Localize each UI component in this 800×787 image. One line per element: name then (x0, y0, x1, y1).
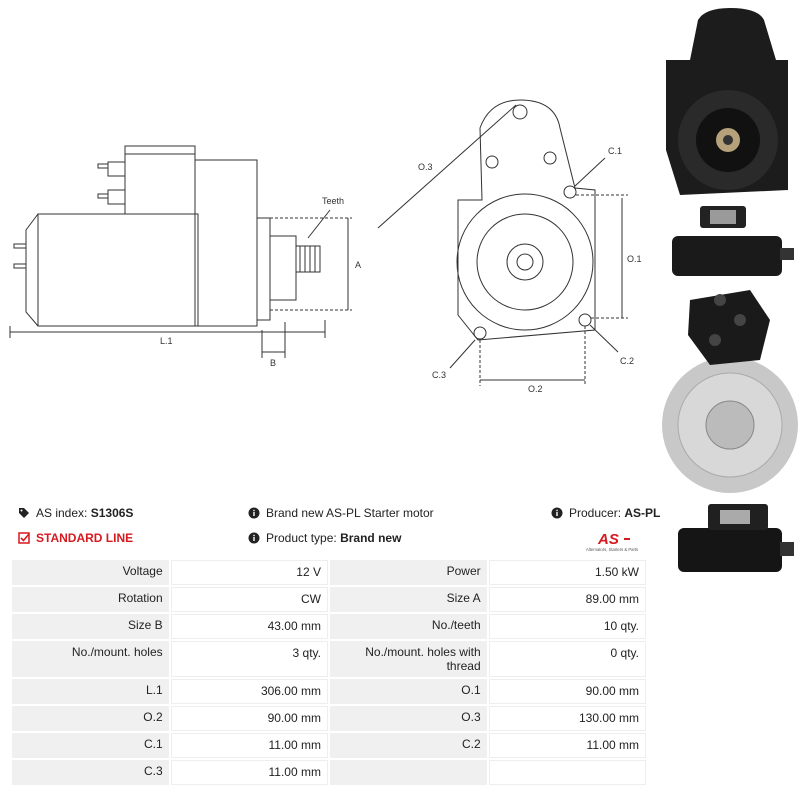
spec-label: No./mount. holes with thread (329, 641, 487, 677)
spec-value: CW (170, 587, 328, 612)
product-type: Product type: Brand new (247, 531, 401, 545)
spec-value: 306.00 mm (170, 679, 328, 704)
spec-label: Power (329, 560, 487, 585)
photo-side-view (672, 206, 794, 276)
spec-label: C.2 (329, 733, 487, 758)
spec-label: No./mount. holes (12, 641, 169, 677)
label-b: B (270, 358, 276, 368)
spec-label: Voltage (12, 560, 169, 585)
photo-front-view (666, 8, 788, 195)
spec-value: 10 qty. (488, 614, 646, 639)
spec-label: C.3 (12, 760, 169, 785)
info-icon (247, 531, 261, 545)
solenoid (124, 145, 196, 215)
product-photos (662, 8, 798, 572)
as-pl-logo: AS Alternators, Starters & Parts (586, 531, 638, 552)
info-icon (550, 506, 564, 520)
pinion-housing (269, 235, 297, 301)
label-o1: O.1 (627, 254, 642, 264)
motor-body (37, 213, 199, 327)
spec-label: Size B (12, 614, 169, 639)
spec-value: 11.00 mm (170, 733, 328, 758)
label-a: A (355, 260, 361, 270)
label-teeth: Teeth (322, 196, 344, 206)
spec-value: 11.00 mm (170, 760, 328, 785)
tag-icon (17, 506, 31, 520)
producer: Producer: AS-PL (550, 506, 660, 520)
spec-label: O.2 (12, 706, 169, 731)
spec-value (488, 760, 646, 785)
spec-label: No./teeth (329, 614, 487, 639)
spec-label: O.1 (329, 679, 487, 704)
as-index: AS index: S1306S (17, 506, 133, 520)
label-o2: O.2 (528, 384, 543, 394)
technical-drawing: Teeth A B L.1 O.3 C.1 O.1 C.3 O.2 C.2 (9, 99, 642, 394)
motor-end-cap (25, 213, 39, 327)
product-info: AS index: S1306S STANDARD LINE Brand new… (0, 500, 660, 558)
spec-value: 90.00 mm (170, 706, 328, 731)
spec-value: 43.00 mm (170, 614, 328, 639)
check-icon (17, 531, 31, 545)
front-flange (457, 99, 596, 341)
spec-label: L.1 (12, 679, 169, 704)
description: Brand new AS-PL Starter motor (247, 506, 434, 520)
pinion (295, 245, 321, 273)
label-c2: C.2 (620, 356, 634, 366)
label-c3: C.3 (432, 370, 446, 380)
info-icon (247, 506, 261, 520)
spec-value: 130.00 mm (488, 706, 646, 731)
spec-value: 11.00 mm (488, 733, 646, 758)
standard-line: STANDARD LINE (17, 531, 133, 545)
photo-perspective-view (678, 504, 794, 572)
spec-value: 0 qty. (488, 641, 646, 677)
drive-housing (194, 159, 258, 327)
spec-value: 12 V (170, 560, 328, 585)
label-c1: C.1 (608, 146, 622, 156)
svg-text:AS: AS (597, 531, 619, 548)
spec-label: O.3 (329, 706, 487, 731)
spec-label: Rotation (12, 587, 169, 612)
spec-value: 89.00 mm (488, 587, 646, 612)
spec-value: 90.00 mm (488, 679, 646, 704)
svg-text:Alternators, Starters & Parts: Alternators, Starters & Parts (586, 547, 638, 552)
spec-label: Size A (329, 587, 487, 612)
spec-label (329, 760, 487, 785)
label-o3: O.3 (418, 162, 433, 172)
label-l1: L.1 (160, 336, 173, 346)
dim-o3 (377, 104, 517, 229)
front-face-outer (456, 193, 594, 331)
spec-value: 3 qty. (170, 641, 328, 677)
spec-label: C.1 (12, 733, 169, 758)
photo-rear-view (662, 290, 798, 493)
spec-value: 1.50 kW (488, 560, 646, 585)
